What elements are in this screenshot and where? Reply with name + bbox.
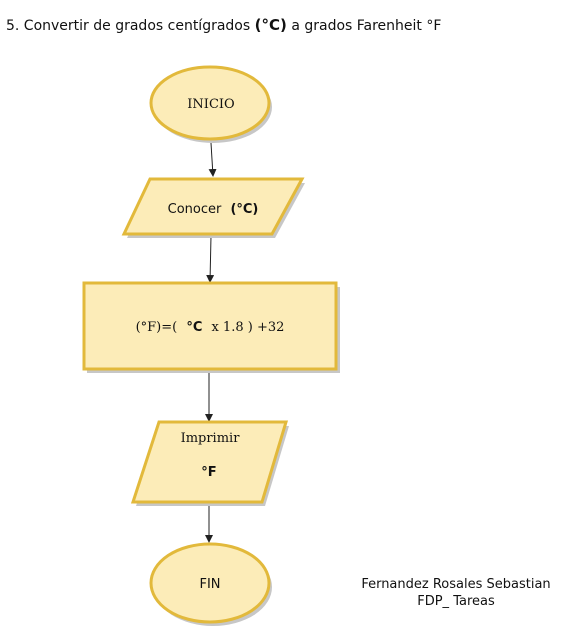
author-name: Fernandez Rosales Sebastian (361, 577, 551, 592)
input-label: Conocer (168, 202, 222, 217)
process-formula-right: x 1.8 ) +32 (211, 320, 284, 335)
end-node: FIN (149, 542, 272, 626)
start-label: INICIO (187, 97, 234, 112)
title-prefix: 5. Convertir de grados centígrados (6, 18, 251, 34)
connector-input-to-process (206, 235, 215, 283)
process-formula-left: (°F)=( (136, 320, 178, 335)
author-block: Fernandez Rosales Sebastian FDP_ Tareas (356, 576, 556, 610)
page-title: 5. Convertir de grados centígrados (°C) … (6, 16, 441, 34)
input-node: Conocer (°C) (121, 177, 305, 238)
connector-start-to-input (208, 142, 217, 177)
process-formula: (°F)=( °C x 1.8 ) +32 (136, 316, 285, 335)
end-label: FIN (199, 577, 220, 592)
output-node: Imprimir °F (130, 420, 289, 506)
output-value: °F (201, 465, 216, 480)
process-node: (°F)=( °C x 1.8 ) +32 (82, 281, 340, 373)
process-formula-unit: °C (186, 320, 202, 335)
input-text: Conocer (°C) (168, 198, 259, 217)
title-suffix: a grados Farenheit °F (291, 18, 442, 34)
input-unit: (°C) (230, 202, 258, 217)
author-course: FDP_ Tareas (417, 594, 495, 609)
title-unit-celsius: (°C) (254, 16, 287, 34)
start-node: INICIO (149, 65, 272, 143)
output-label: Imprimir (181, 431, 241, 446)
